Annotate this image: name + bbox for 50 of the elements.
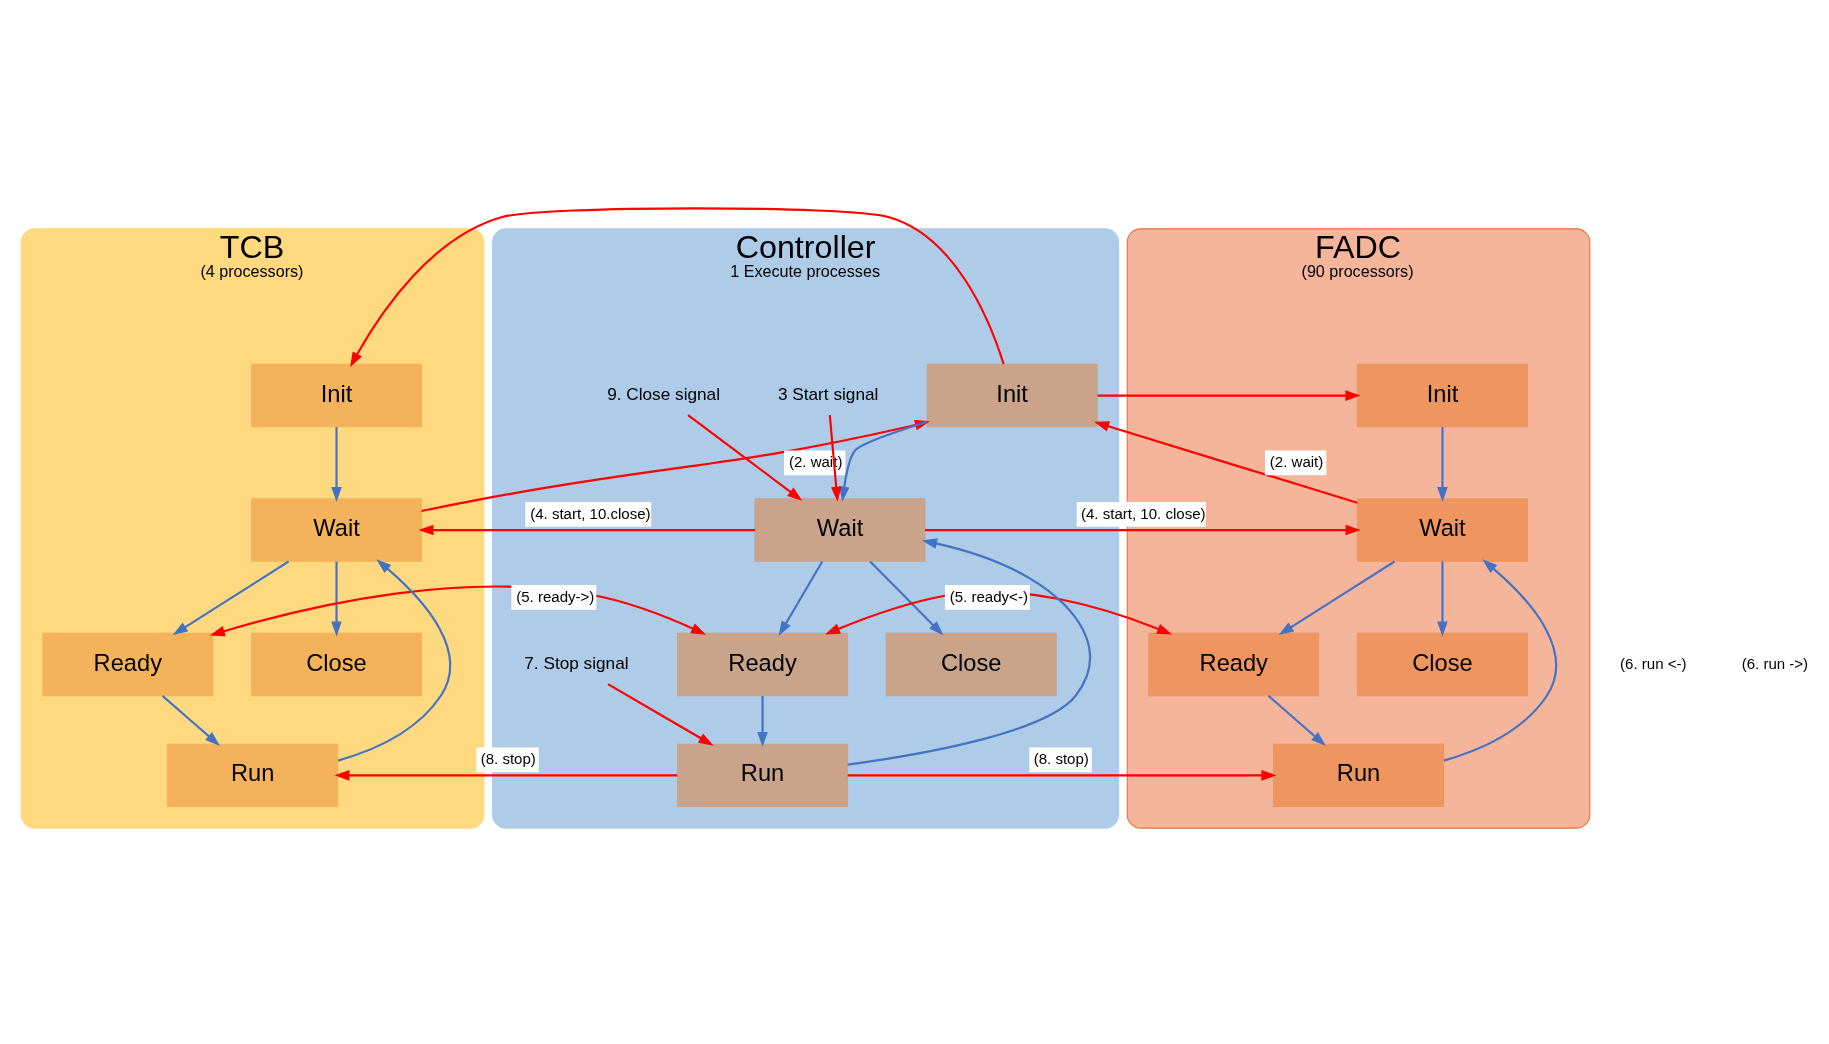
arrow (847, 537, 1091, 766)
arrow (172, 560, 290, 635)
arrow (839, 420, 928, 502)
edge-label: (2. wait) (1269, 452, 1324, 470)
node-box: Close (885, 632, 1057, 696)
node-box: Run (167, 743, 339, 807)
arrow (925, 524, 1361, 535)
edge-label: (5. ready->) (516, 587, 595, 605)
arrow (350, 206, 1005, 367)
edge-label: (8. stop) (1033, 749, 1089, 767)
edge-label: (5. ready<-) (949, 587, 1028, 605)
label: (6. run ->) (1741, 654, 1809, 672)
arrow (1443, 558, 1558, 762)
node-box: Ready (42, 632, 214, 696)
arrow (687, 413, 803, 501)
node-box: Close (251, 632, 423, 696)
arrow (757, 695, 768, 747)
node-box: Init (251, 363, 423, 427)
node-text: 3 Start signal (777, 383, 879, 404)
arrow (607, 682, 714, 746)
node-box: Wait (754, 497, 926, 562)
arrow (331, 426, 342, 502)
label: (6. run <-) (1620, 654, 1687, 672)
arrow (337, 558, 452, 762)
arrow (1437, 561, 1448, 637)
arrow (847, 769, 1277, 781)
node-text: 9. Close signal (607, 383, 720, 404)
arrow (828, 414, 842, 502)
edge-label: (4. start, 10.close) (530, 504, 651, 522)
arrow (331, 561, 342, 637)
arrow (1094, 420, 1358, 504)
node-box: Wait (251, 497, 423, 562)
node-box: Ready (677, 632, 849, 696)
arrow (1437, 426, 1448, 502)
node-box: Wait (1356, 497, 1528, 562)
node-box: Init (1356, 363, 1528, 427)
arrow (418, 524, 755, 535)
node-text: 7. Stop signal (524, 652, 629, 673)
node-box: Close (1356, 632, 1528, 696)
arrow (161, 694, 221, 746)
arrow (1278, 560, 1396, 635)
arrow (778, 560, 824, 636)
node-box: Ready (1148, 632, 1320, 696)
arrow (869, 560, 944, 636)
arrow (1097, 389, 1361, 401)
node-box: Init (926, 363, 1098, 427)
node-box: Run (1273, 743, 1445, 807)
node-box: Run (677, 743, 849, 807)
arrow (1267, 694, 1326, 746)
arrow (334, 769, 678, 781)
